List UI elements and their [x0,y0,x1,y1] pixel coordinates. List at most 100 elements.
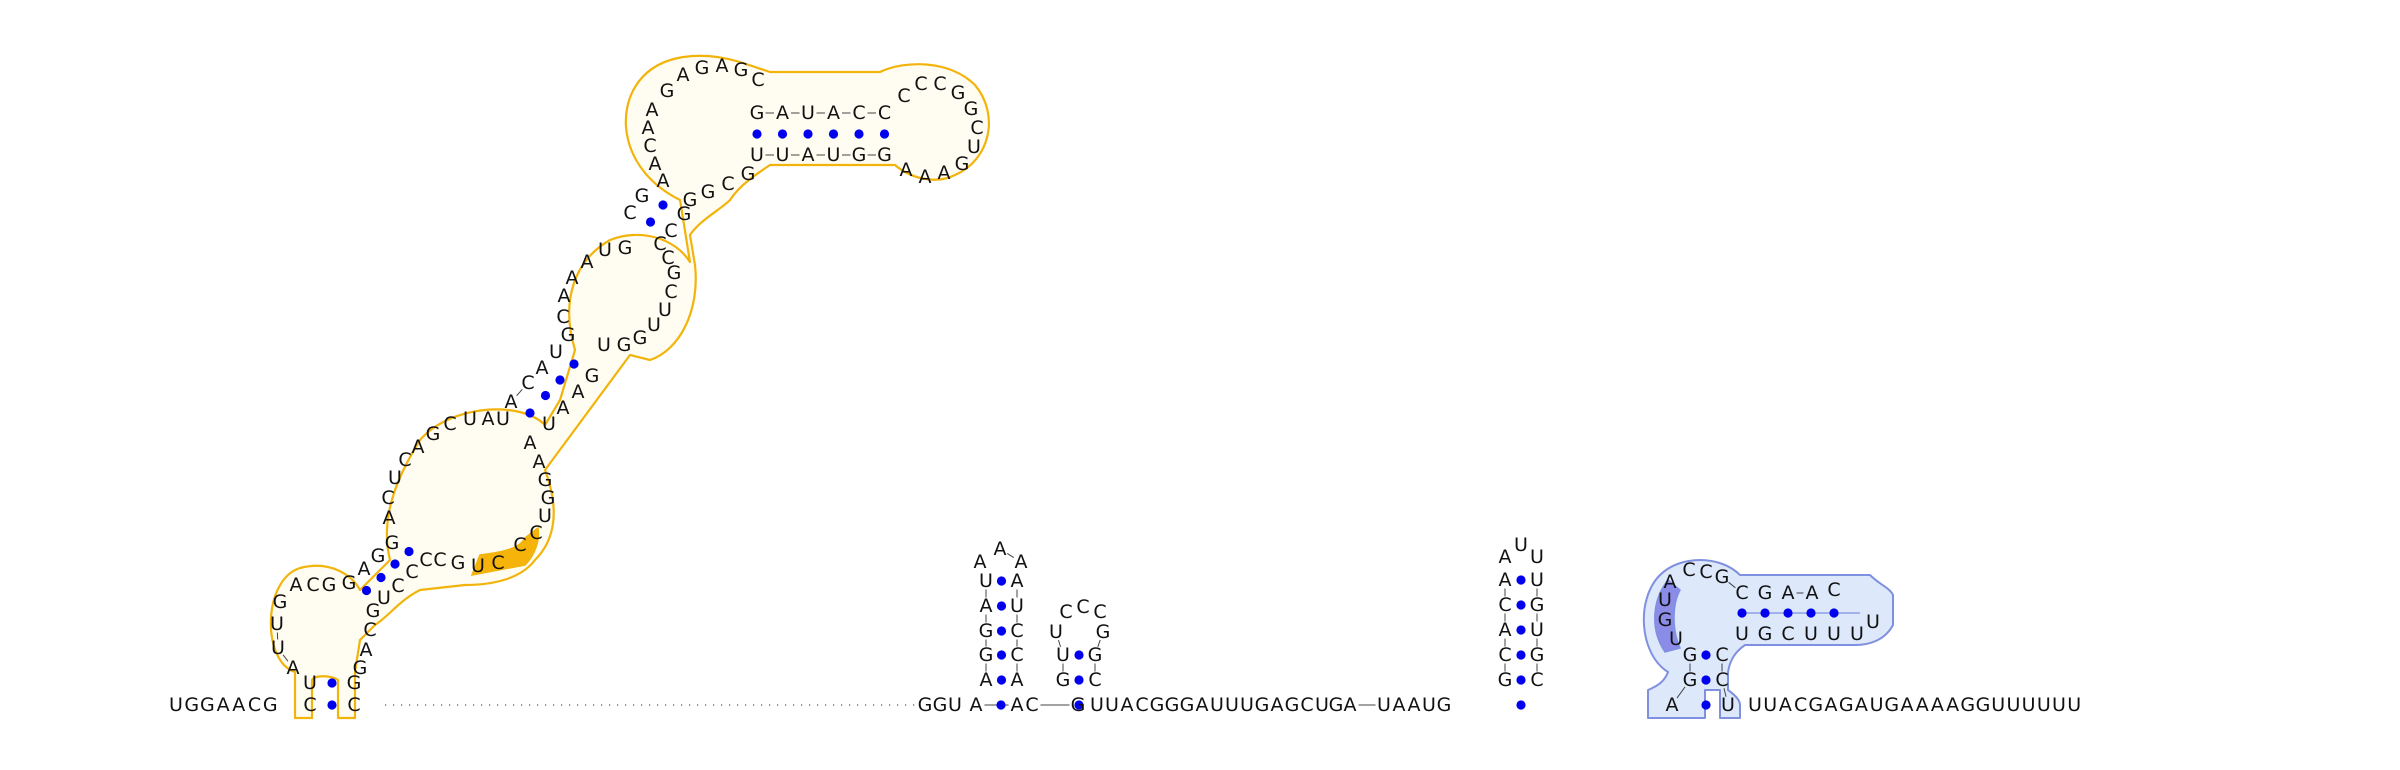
highlighted-base: U [471,555,485,577]
stem3-bottom-base: A [802,144,815,166]
loop3-top-base: C [751,69,764,91]
middle-segment-base: G [1165,694,1180,716]
domain2-arm-top-base: G [1715,566,1730,588]
loop1-top-base: C [443,413,456,435]
base-pair-dot [1701,675,1710,684]
loop1-top-base: G [426,423,441,445]
hp1-loop-base: A [1015,551,1028,573]
loop3-top-base: A [716,55,729,77]
right-tail-base: U [1991,694,2005,716]
domain2-loop-base: U [1669,628,1683,650]
hairpin3-base: A [919,166,932,188]
stem1-left-base: A [505,391,518,413]
hp1-left-base: A [980,595,993,617]
hp2-loop-base: C [1093,601,1106,623]
domain2-arm-top-base: C [1735,582,1748,604]
right-tail-base: A [1946,694,1959,716]
domain2-arm-bottom-base: U [1850,623,1864,645]
middle-segment-base: U [1090,694,1104,716]
base-pair-dot [376,573,385,582]
loop0-base: A [290,574,303,596]
loop1-left-base: C [398,449,411,471]
hp3-left-base: A [1499,546,1512,568]
right-tail-base: U [2052,694,2066,716]
domain2-loop-base: C [1682,559,1695,581]
middle-segment-base: C [1135,694,1148,716]
bulge-a-base: C [363,619,376,641]
hp2-loop-base: C [1076,596,1089,618]
stem2-left-base: G [635,185,650,207]
loop2-right-base: G [617,334,632,356]
loop2-right-base: C [653,233,666,255]
middle-segment-base: U [1377,694,1391,716]
bulge-a-base: A [360,639,373,661]
loop2-right-base: C [664,281,677,303]
loop3-bottom-base: G [683,189,698,211]
domain-outlines [271,56,1893,718]
domain2-stem-left-base: A [1666,694,1679,716]
loop1-top-base: A [482,408,495,430]
loop1-top-base: A [412,436,425,458]
base-pair-dot [1516,625,1525,634]
loop3-bottom-base: G [701,181,716,203]
loop2-left-base: A [566,267,579,289]
base-pair-dot [1516,600,1525,609]
middle-segment-base: A [1393,694,1406,716]
hp1-right-base: U [1010,595,1024,617]
base-pair-dot [658,200,667,209]
inner-a-left-base: G [371,545,386,567]
right-tail-base: U [1748,694,1762,716]
left-tail-base: U [169,694,183,716]
base-pair-dot [327,678,336,687]
base-pair-dot [362,586,371,595]
hp2-right-base: C [1088,669,1101,691]
domain2-loop-base: A [1664,571,1677,593]
middle-segment-base: A [1344,694,1357,716]
highlighted-base: C [433,549,446,571]
hp1-left-base: A [980,669,993,691]
hairpin3-base: C [933,73,946,95]
base-pair-dot [1806,608,1815,617]
loop0-base: U [271,637,285,659]
stem1-right-base: A [572,381,585,403]
domain2-arm-bottom-base: U [1804,623,1818,645]
stem3-top-base: C [878,102,891,124]
middle-segment-base: A [1196,694,1209,716]
loop2-right-base: G [633,327,648,349]
loop2-top-base: A [581,251,594,273]
hp2-loop-base: C [1059,601,1072,623]
middle-segment-base: G [1285,694,1300,716]
loop3-top-base: G [695,57,710,79]
domain2-arm-top-base: C [1827,579,1840,601]
inner-a-right-base: C [405,561,418,583]
loop1-left-base: A [383,507,396,529]
middle-segment-base: U [948,694,962,716]
domain2-arm-top-base: A [1782,582,1795,604]
hp3-right-base: G [1530,594,1545,616]
left-tail-base: A [217,694,230,716]
base-pair-dot [997,650,1006,659]
middle-segment-base: G [1180,694,1195,716]
middle-segment-base: G [1329,694,1344,716]
base-pair-dot [1516,575,1525,584]
stem3-bottom-base: U [827,144,841,166]
loop0-base: U [270,613,284,635]
inner-a-right-base: C [391,575,404,597]
base-pair-dot [996,700,1005,709]
hairpin3-base: C [914,73,927,95]
base-pair-dot [1701,650,1710,659]
base-pair-dot [1737,608,1746,617]
domain2-loop-base: G [1658,609,1673,631]
right-tail-base: U [2037,694,2051,716]
domain2-stem-right-base: U [1721,694,1735,716]
base-pair-dot [555,375,564,384]
domain2-arm-bottom-base: U [1735,623,1749,645]
domain2-arm-top-base: G [1758,582,1773,604]
loop0-base: A [287,657,300,679]
loop3-top-base: G [660,80,675,102]
left-tail-base: G [263,694,278,716]
base-pair-dot [1074,650,1083,659]
base-pair-dot [541,391,550,400]
base-pair-dot [1701,700,1710,709]
